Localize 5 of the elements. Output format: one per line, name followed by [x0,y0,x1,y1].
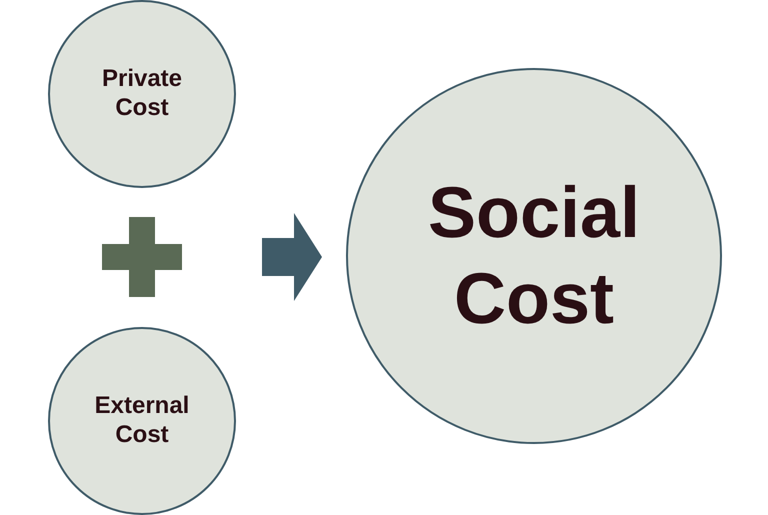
block-arrow [262,213,322,301]
node-label: Private Cost [100,65,184,123]
plus-sign [102,217,182,297]
node-label: External Cost [94,392,190,450]
node-label: Social Cost [426,172,642,341]
